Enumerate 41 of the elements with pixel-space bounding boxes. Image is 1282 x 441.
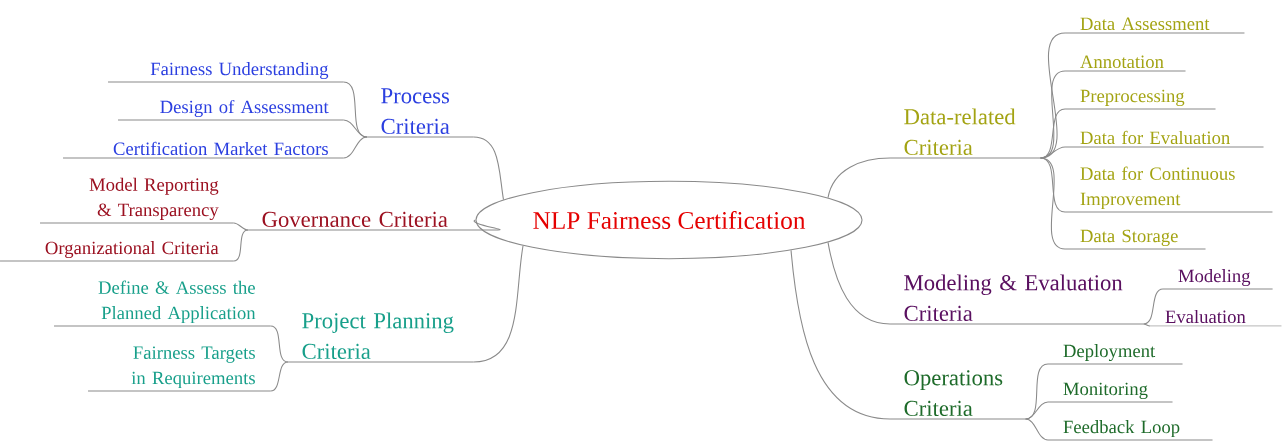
- branch-curve: [343, 119, 368, 138]
- branch-label: Evaluation: [1149, 309, 1282, 327]
- branch-label: Modeling & Evaluation Criteria: [889, 274, 1145, 325]
- branch-label: Organizational Criteria: [0, 241, 235, 262]
- branch-label: Annotation: [1064, 55, 1187, 72]
- branch-curve: [1040, 157, 1066, 250]
- branch-label: Modeling: [1162, 269, 1274, 290]
- branch-label: Fairness Understanding: [107, 62, 344, 83]
- branch-label: Preprocessing: [1064, 89, 1217, 110]
- branch-curve: [233, 222, 249, 231]
- branch-label: Monitoring: [1047, 382, 1174, 403]
- branch-curve: [1143, 323, 1151, 327]
- branch-label: Data-related Criteria: [889, 108, 1042, 159]
- branch-label: Feedback Loop: [1047, 420, 1214, 441]
- branch-label: Fairness Targets in Requirements: [87, 346, 272, 392]
- branch-label: Data Assessment: [1064, 17, 1245, 34]
- branch-curve: [1024, 418, 1049, 441]
- branch-curve: [343, 136, 368, 159]
- branch-label: Data for Evaluation: [1064, 130, 1265, 148]
- branch-curve: [790, 249, 891, 420]
- branch-curve: [473, 136, 505, 201]
- branch-curve: [827, 157, 891, 199]
- branch-curve: [270, 325, 289, 363]
- branch-curve: [473, 219, 501, 231]
- branch-curve: [1143, 288, 1164, 325]
- branch-label: Certification Market Factors: [62, 141, 345, 159]
- branch-curve: [233, 229, 249, 262]
- branch-label: Design of Assessment: [117, 99, 345, 121]
- branch-label: Deployment: [1047, 344, 1184, 365]
- branch-label: Model Reporting & Transparency: [39, 177, 235, 224]
- branch-curve: [1040, 146, 1066, 159]
- branch-label: Process Criteria: [366, 88, 475, 138]
- branch-label: Project Planning Criteria: [287, 312, 475, 363]
- branch-curve: [1024, 401, 1049, 420]
- branch-label: Operations Criteria: [889, 370, 1026, 420]
- branch-label: Define & Assess the Planned Application: [53, 280, 272, 327]
- branch-curve: [473, 245, 524, 363]
- branch-curve: [270, 361, 289, 392]
- branch-curve: [827, 241, 891, 325]
- branch-label: Data for Continuous Improvement: [1064, 166, 1273, 213]
- branch-label: Data Storage: [1064, 229, 1207, 250]
